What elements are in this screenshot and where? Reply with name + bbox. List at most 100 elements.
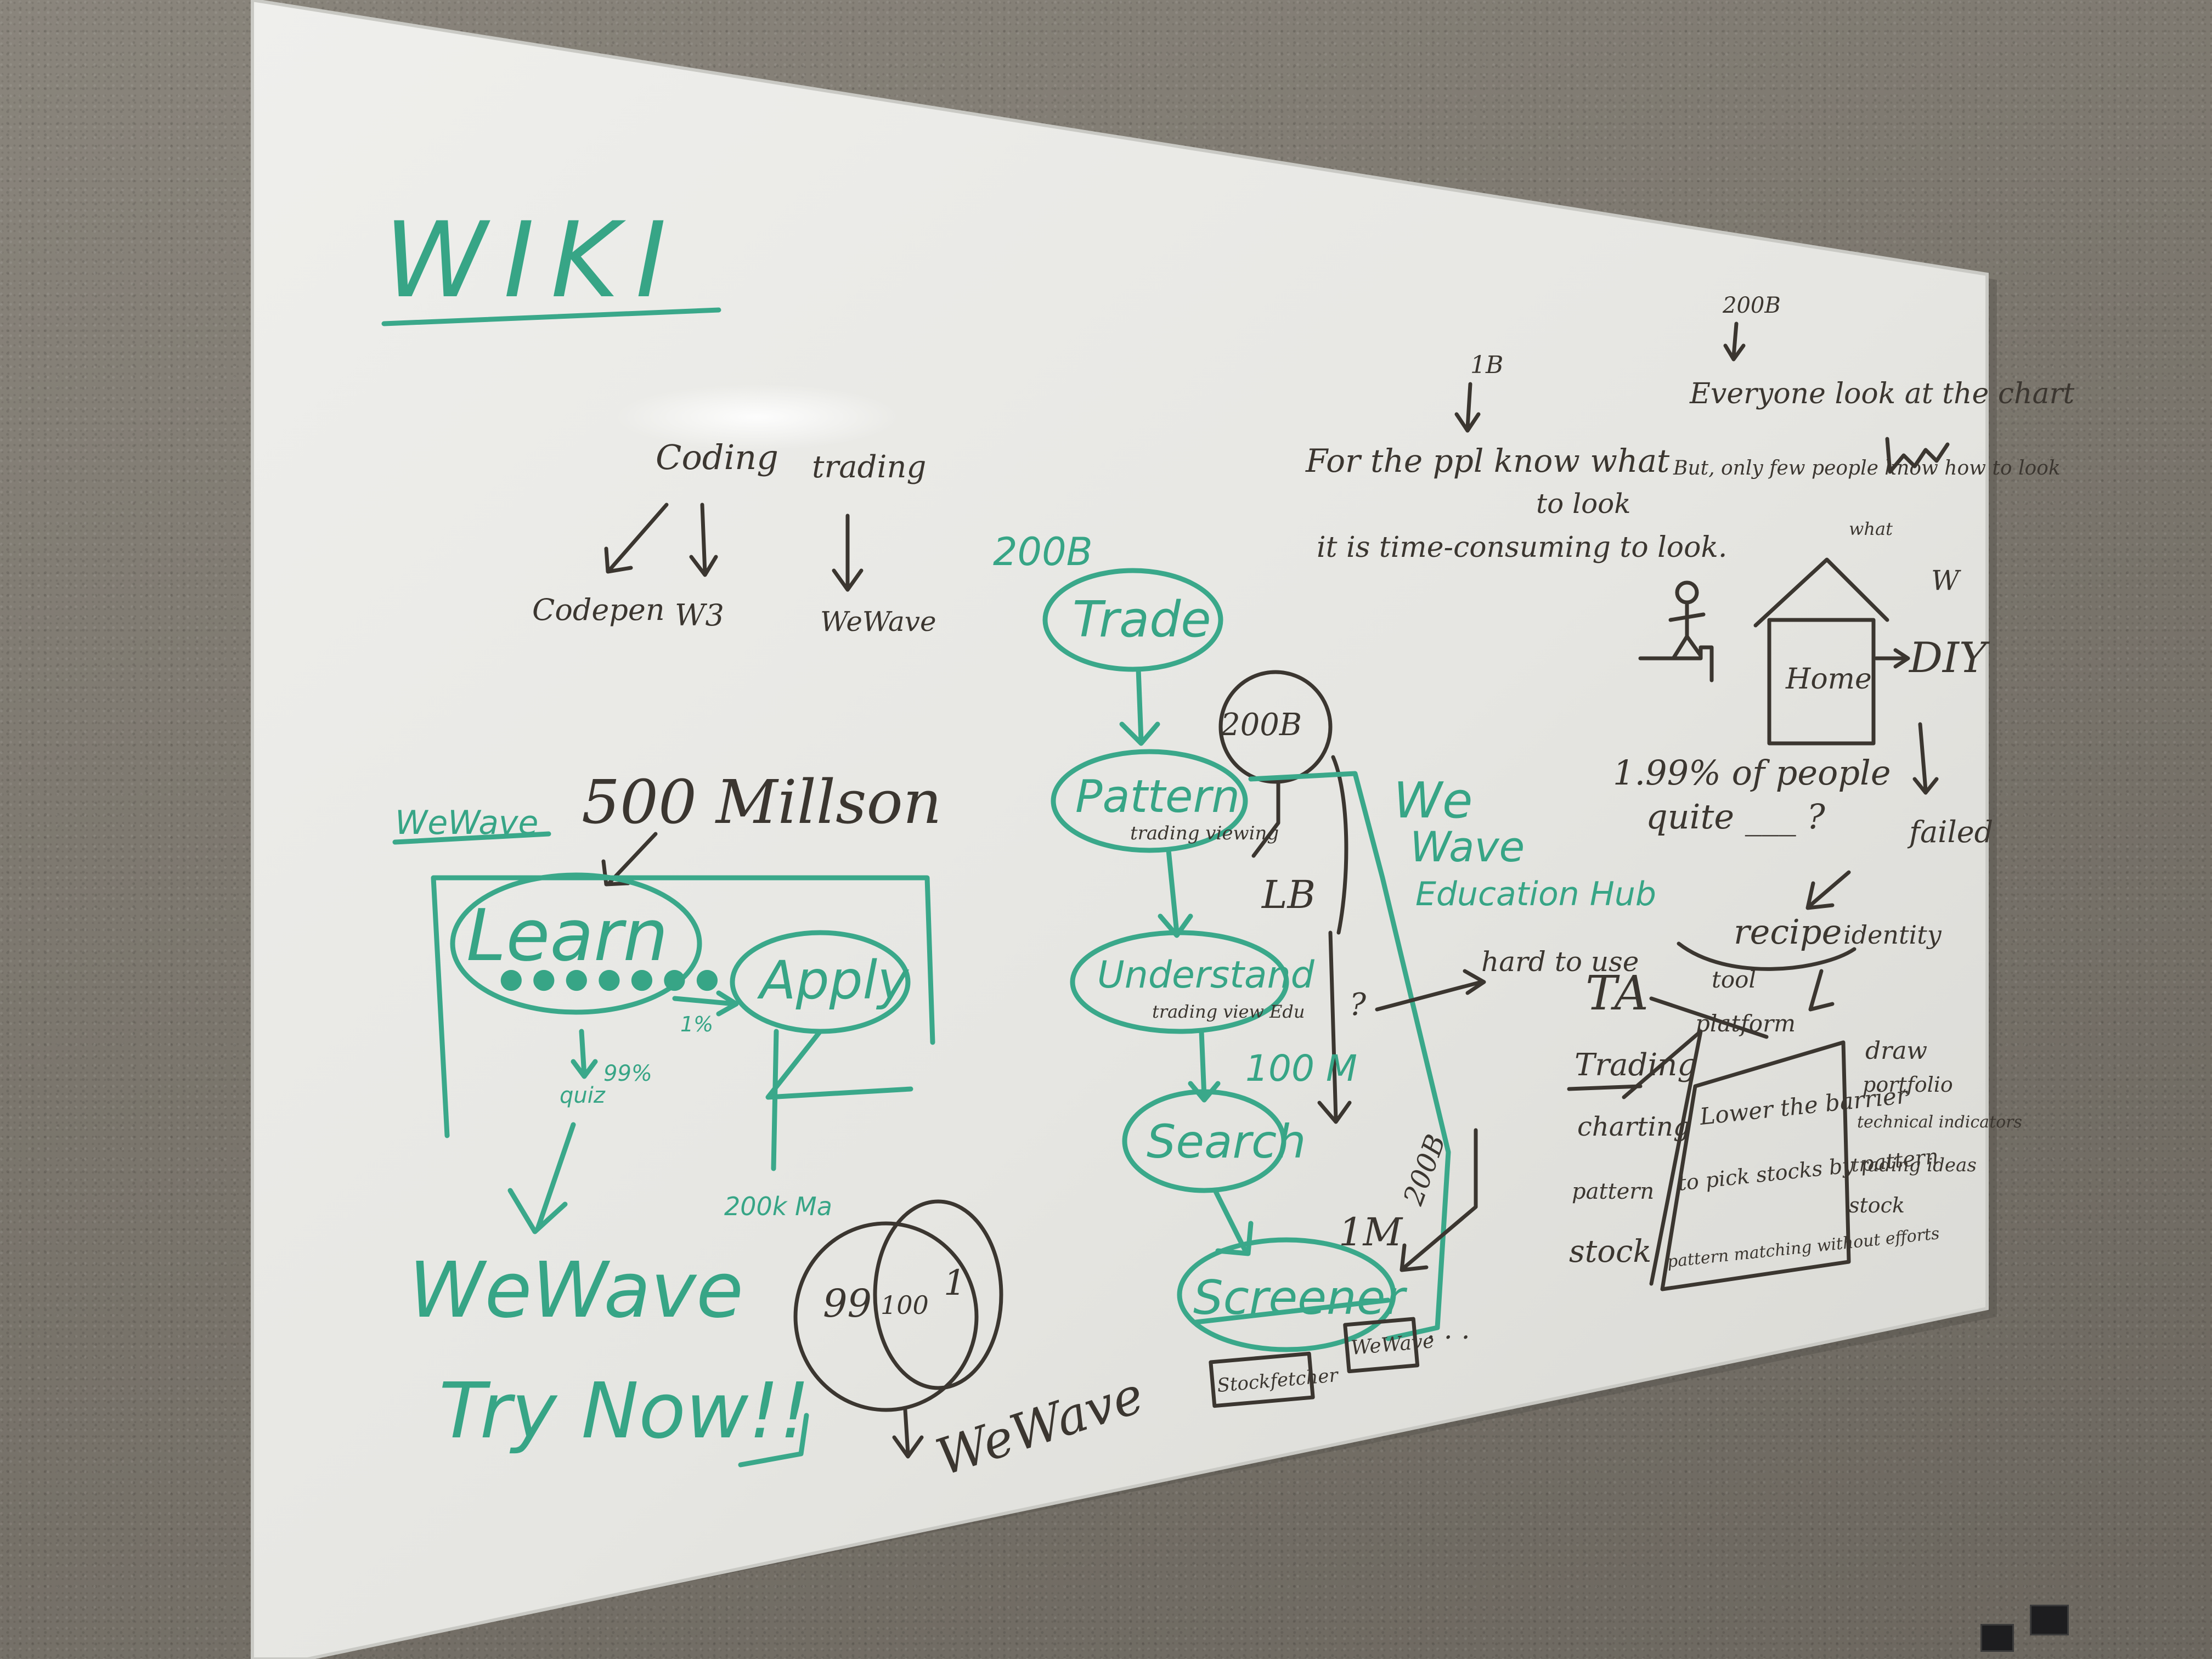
side-circle (1218, 670, 1333, 784)
venn-left-value: 99 (823, 1281, 872, 1326)
venn-right (873, 1199, 1003, 1390)
step-search: Search (1147, 1115, 1306, 1169)
quiz-note: quiz (560, 1083, 606, 1108)
learn-to-apply-arrow (672, 990, 739, 1017)
m200b-arrow (1400, 1128, 1478, 1272)
hub-education: Education Hub (1415, 875, 1656, 913)
down-arrow-100m (1317, 930, 1352, 1124)
note-header-200b: 200B (1722, 293, 1781, 318)
note-arrow-1b (1454, 382, 1481, 433)
apply-label: Apply (757, 950, 909, 1011)
step-understand: Understand (1097, 953, 1315, 997)
failed-down-arrow (1805, 870, 1851, 910)
note-line1: For the ppl know what (1305, 442, 1670, 479)
stockfetcher-box (1209, 1351, 1315, 1408)
right-list-4: trading ideas (1852, 1154, 1977, 1176)
flow-size-label: 200B (993, 529, 1093, 574)
flow-arrow-4 (1212, 1188, 1254, 1256)
light-glare (614, 384, 900, 450)
tree-child-codepen: Codepen (532, 592, 665, 627)
learn-label: Learn (466, 894, 668, 977)
left-list-1: charting (1577, 1111, 1690, 1142)
tree-child-wewave: WeWave (820, 606, 936, 637)
step-trade-bubble (1042, 568, 1223, 672)
step-screener-underline (1193, 1297, 1391, 1325)
hub-we: We (1393, 772, 1472, 830)
mini-chart (1885, 437, 1950, 474)
hard-label: hard to use (1481, 946, 1639, 978)
note-header-1b: 1B (1470, 351, 1503, 379)
note-line3: Everyone look at the chart (1689, 377, 2074, 410)
left-list-3: stock (1569, 1234, 1651, 1269)
right-list-2: portfolio (1863, 1073, 1953, 1097)
flow-arrow-1 (1119, 667, 1160, 746)
cta-text: Try Now!! (439, 1367, 810, 1456)
house-to-diy-arrow (1874, 648, 1910, 669)
tree-arrow-3 (832, 514, 864, 592)
drop-arrow-big (507, 1122, 576, 1234)
note-line4b: what (1849, 518, 1893, 539)
house-roof (1753, 557, 1889, 628)
right-list-5: stock (1849, 1193, 1905, 1217)
ta-label: TA (1585, 966, 1649, 1021)
note-line4: But, only few people know how to look (1673, 457, 2061, 479)
wewave-box (1343, 1317, 1420, 1374)
flow-arrow-3 (1188, 1029, 1221, 1103)
tree-parent-trading: trading (812, 449, 926, 485)
step-pattern: Pattern (1075, 771, 1240, 823)
tool-label: tool (1712, 966, 1756, 993)
recipe-curve (1677, 941, 1857, 1012)
hub-wave: Wave (1410, 822, 1525, 871)
audience-label: 500 Millson (582, 767, 942, 837)
tree-arrow-2 (689, 503, 718, 577)
m1-label: 1M (1339, 1210, 1404, 1255)
trailing-ellipsis: . . . (1426, 1313, 1470, 1345)
tree-child-w3: W3 (675, 598, 724, 633)
green-brace (1248, 771, 1451, 1341)
stairs (1638, 645, 1714, 682)
learn-dots: ● ● ● ● ● ● ● (499, 962, 719, 994)
hard-arrow (1375, 969, 1486, 1012)
wall-outlet-2 (2030, 1605, 2069, 1635)
tree-arrow-1 (604, 503, 669, 574)
house-body (1767, 618, 1876, 746)
step-understand-bubble (1070, 930, 1289, 1034)
left-list-2: pattern (1572, 1179, 1654, 1204)
right-list-3: technical indicators (1857, 1113, 2022, 1132)
venn-arrow (892, 1408, 924, 1459)
title-underline (381, 307, 721, 326)
failed-label: failed (1907, 815, 1993, 849)
tree-parent-coding: Coding (656, 437, 778, 477)
stat-line2: quite ___ ? (1646, 797, 1825, 837)
conversion-label: 200k Ma (724, 1192, 832, 1221)
stat-line1: 1.99% of people (1613, 753, 1891, 793)
note-line2: it is time-consuming to look. (1317, 531, 1727, 564)
venn-right-value: 1 (944, 1263, 966, 1304)
learn-bubble (450, 872, 702, 1015)
note-arrow-200b (1723, 321, 1746, 362)
brand-tag-line (392, 831, 551, 845)
drop-arrow-small (571, 1029, 598, 1079)
apply-loop (765, 1029, 913, 1171)
venn-left (793, 1221, 979, 1412)
house-label: Home (1785, 663, 1872, 696)
step-search-bubble (1122, 1089, 1286, 1193)
venn-overlap-value: 100 (881, 1290, 929, 1320)
question-mark: ? (1350, 987, 1367, 1023)
diy-label: DIY (1908, 633, 1990, 682)
m100-label: 100 M (1245, 1047, 1357, 1090)
mid-box (1660, 1040, 1851, 1291)
right-list-1: draw (1865, 1037, 1927, 1065)
lb-label: LB (1261, 872, 1316, 917)
ta-branches (1622, 996, 1769, 1286)
step-trade: Trade (1073, 591, 1211, 648)
platform-label: platform (1695, 1010, 1796, 1037)
trading-underline (1567, 1084, 1643, 1091)
cta-brand: WeWave (409, 1246, 743, 1335)
failed-arrow (1912, 722, 1939, 795)
note-line1b: to look (1536, 488, 1631, 520)
stick-figure-body (1668, 601, 1706, 661)
flow-arrow-2 (1158, 848, 1193, 938)
drop-note: 99% (603, 1061, 652, 1086)
